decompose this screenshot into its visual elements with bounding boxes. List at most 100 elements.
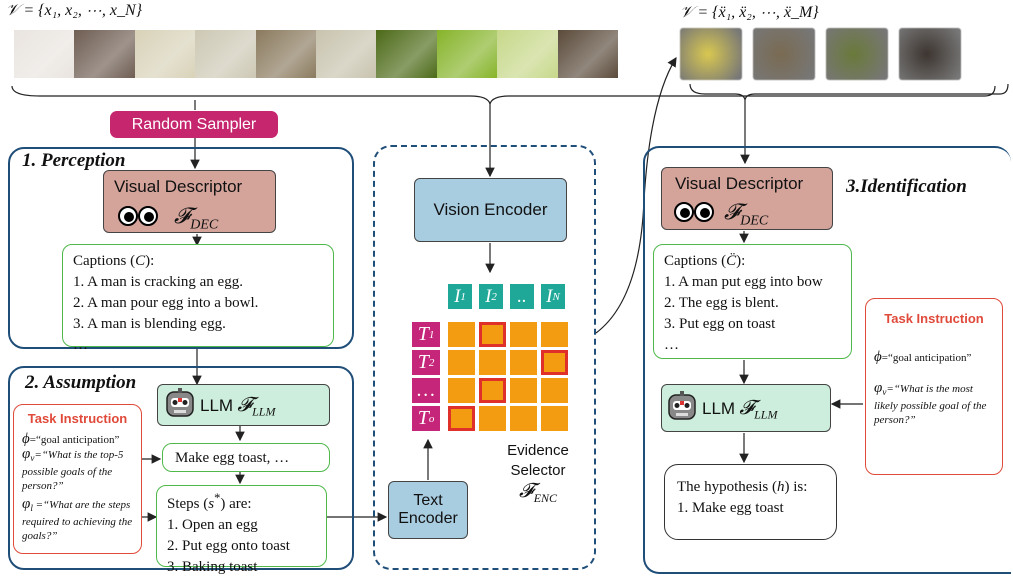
random-sampler-box: Random Sampler [110,111,278,138]
identification-panel [643,146,1011,574]
task-instruction-title: Task Instruction [884,311,984,326]
selector-label-line: Evidence [507,442,569,459]
video-frame [315,30,377,78]
sampled-frame [826,28,888,80]
sampled-frame [899,28,961,80]
video-set-label-left: 𝒱 = {x₁, x₂, ⋯, x_N} [6,2,143,19]
video-set-label-right: 𝒱 = {ẍ₁, ẍ₂, ⋯, ẍ_M} [680,4,819,21]
text-encoder-line: Text [413,492,443,509]
caption-item: 1. A man put egg into bow [664,274,823,290]
phi-v-line: φv=“What is the top-5 possible goals of … [22,446,124,493]
video-frame [557,30,618,78]
video-frame [74,30,135,78]
step-item: 2. Put egg onto toast [167,538,290,554]
eyes-icon [674,201,714,228]
caption-item: … [73,337,88,353]
assumption-panel [8,366,354,570]
sampled-frame [753,28,815,80]
identification-title: 3.Identification [846,176,967,197]
llm-box: LLM 𝓕LLM [157,384,330,426]
video-strip-left [14,30,618,80]
captions-header: Captions (C): [73,253,155,269]
video-strip-right [680,28,1000,84]
steps-box: Steps (s*) are: 1. Open an egg 2. Put eg… [156,485,327,575]
task-instruction-box-2: Task Instruction ϕ=“goal anticipation” φ… [865,298,1003,475]
descriptor-formula: 𝓕DEC [174,203,219,233]
selector-label-line: Selector [510,462,566,479]
hypothesis-box: The hypothesis (h) is: 1. Make egg toast [664,464,837,540]
descriptor-formula: 𝓕DEC [724,199,769,229]
visual-descriptor-label: Visual Descriptor [114,177,243,196]
visual-descriptor-box-2: Visual Descriptor 𝓕DEC [661,167,833,230]
caption-item: … [664,337,679,353]
caption-item: 2. The egg is blent. [664,295,779,311]
video-frame [497,30,558,78]
similarity-cell [541,322,568,347]
similarity-cell [510,350,537,375]
similarity-cell [541,350,568,375]
perception-title: 1. Perception [22,150,126,171]
steps-header: Steps (s*) are: [167,491,252,512]
llm-box-2: LLM 𝓕LLM [661,384,831,432]
assumption-title: 2. Assumption [25,372,137,393]
similarity-cell [448,350,475,375]
goal-box: Make egg toast, … [162,443,330,472]
captions-box: Captions (C): 1. A man is cracking an eg… [62,244,334,353]
similarity-cell [510,378,537,403]
similarity-cell [479,350,506,375]
llm-formula: LLM 𝓕LLM [200,394,276,419]
sampled-frame [680,28,742,80]
similarity-cell [448,406,475,431]
captions-header: Captions (C̈): [664,253,746,269]
selector-formula: 𝓕ENC [518,480,558,505]
video-frame [376,30,437,78]
caption-item: 3. A man is blending egg. [73,316,226,332]
similarity-cell [510,406,537,431]
similarity-cell [479,378,506,403]
robot-icon [666,391,698,430]
video-frame [134,30,196,78]
caption-item: 3. Put egg on toast [664,316,776,332]
text-encoder-line: Encoder [398,510,458,527]
similarity-cell [541,378,568,403]
llm-formula: LLM 𝓕LLM [702,397,778,422]
eyes-icon [118,205,158,230]
similarity-cell [541,406,568,431]
perception-panel [8,147,354,349]
phi-line: ϕ=“goal anticipation” [22,431,120,447]
video-frame [14,30,75,78]
hypothesis-item: 1. Make egg toast [677,500,784,516]
step-item: 1. Open an egg [167,517,258,533]
task-instruction-box: Task Instruction ϕ=“goal anticipation” φ… [13,404,142,554]
hypothesis-header: The hypothesis (h) is: [677,479,808,495]
similarity-cell [448,322,475,347]
similarity-cell [479,406,506,431]
phi-l-line: φl =“What are the steps required to achi… [22,496,133,543]
visual-descriptor-label: Visual Descriptor [675,174,804,193]
visual-descriptor-box: Visual Descriptor 𝓕DEC [103,170,276,233]
brace-left [11,85,996,105]
image-token: .. [510,284,534,309]
task-instruction-title: Task Instruction [27,411,128,426]
text-token: … [412,378,440,403]
vision-encoder-box: Vision Encoder [414,178,567,242]
brace-right [689,83,1009,101]
evidence-selector-panel [373,145,596,570]
captions-box-2: Captions (C̈): 1. A man put egg into bow… [653,244,852,359]
step-item: 3. Baking toast [167,559,258,575]
video-frame [195,30,256,78]
evidence-selector-label: Evidence Selector 𝓕ENC [498,441,578,508]
text-encoder-box: Text Encoder [388,481,468,539]
robot-icon [164,388,196,427]
similarity-cell [510,322,537,347]
goal-text: Make egg toast, … [175,450,290,466]
caption-item: 2. A man pour egg into a bowl. [73,295,259,311]
phi-v-line: φv=“What is the most likely possible goa… [874,380,987,427]
similarity-cell [479,322,506,347]
video-frame [255,30,316,78]
